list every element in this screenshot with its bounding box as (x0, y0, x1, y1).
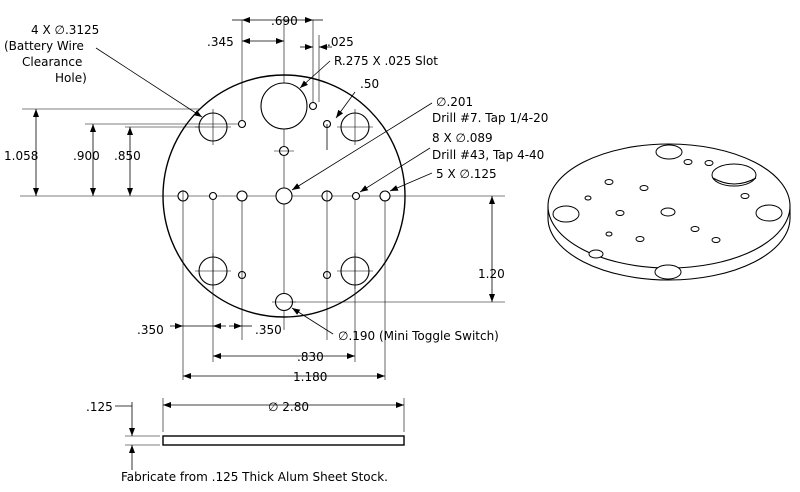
dim-350-left: .350 (137, 323, 164, 337)
fabricate-note: Fabricate from .125 Thick Alum Sheet Sto… (121, 470, 388, 484)
note-battery-1: 4 X ∅.3125 (31, 23, 99, 37)
note-battery-3: Clearance (22, 55, 82, 69)
isometric-view (547, 143, 791, 281)
dim-slot: R.275 X .025 Slot (334, 54, 438, 68)
dim-830: .830 (297, 350, 324, 364)
note-tap-2: Drill #7. Tap 1/4-20 (432, 111, 548, 125)
note-tap-1: ∅.201 (436, 95, 473, 109)
dim-1058: 1.058 (4, 149, 38, 163)
note-small-1: 8 X ∅.089 (432, 131, 493, 145)
side-view (115, 398, 405, 470)
note-battery-4: Hole) (55, 71, 87, 85)
note-battery-2: (Battery Wire (4, 39, 84, 53)
dim-025: .025 (327, 35, 354, 49)
top-view (20, 17, 505, 380)
note-small-2: Drill #43, Tap 4-40 (432, 148, 544, 162)
dim-345: .345 (207, 35, 234, 49)
dim-120: 1.20 (478, 267, 505, 281)
dim-900: .900 (73, 149, 100, 163)
tap-hole (275, 187, 293, 205)
dim-850: .850 (114, 149, 141, 163)
dim-1180: 1.180 (293, 370, 327, 384)
iso-plate-top (547, 143, 791, 269)
dim-diam280: ∅ 2.80 (268, 400, 309, 414)
dim-350-right: .350 (255, 323, 282, 337)
dim-690: .690 (271, 14, 298, 28)
dim-50: .50 (360, 77, 379, 91)
note-holes125: 5 X ∅.125 (436, 167, 497, 181)
dim-125: .125 (86, 400, 113, 414)
slot-hole (260, 82, 308, 130)
note-toggle: ∅.190 (Mini Toggle Switch) (338, 329, 499, 343)
plate-edge (162, 435, 405, 446)
